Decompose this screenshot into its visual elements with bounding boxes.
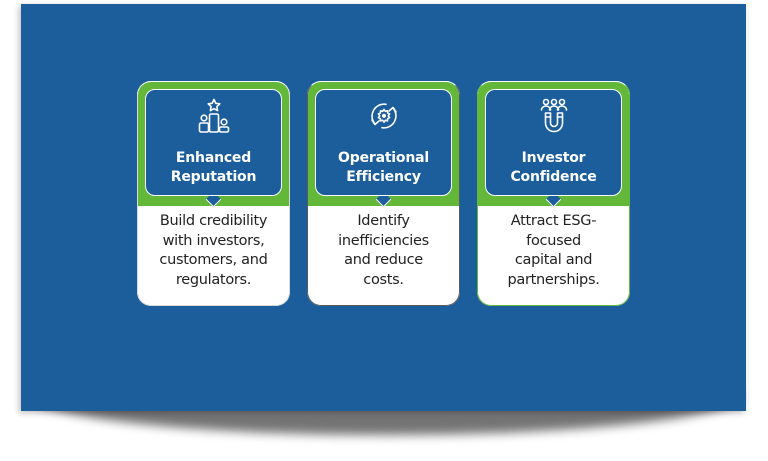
card-frame [307, 81, 460, 306]
card-title-line: Investor [521, 150, 586, 166]
card-header [315, 89, 452, 196]
card-title-line: Enhanced [175, 150, 252, 166]
card-description-line: Attract ESG- [510, 213, 597, 229]
card-description-line: Identify [357, 213, 410, 229]
card-title-line: Reputation [170, 169, 257, 185]
card-title-line: Confidence [510, 169, 597, 185]
card-description-line: regulators. [175, 271, 252, 288]
card-description-line: costs. [363, 271, 404, 288]
card-title-line: Operational [338, 150, 429, 166]
card-description: Identify inefficiencies and reduce costs… [311, 212, 456, 290]
benefit-card-enhanced-reputation: Enhanced Reputation Build credibility wi… [137, 81, 290, 306]
card-description-line: Build credibility [159, 213, 268, 229]
people-magnet-icon [540, 98, 567, 133]
card-description-line: customers, and [159, 252, 268, 268]
card-header [145, 89, 282, 196]
benefit-card-operational-efficiency: Operational Efficiency Identify ineffici… [307, 81, 460, 306]
card-title: Operational Efficiency [315, 149, 452, 187]
gear-cycle-icon [370, 103, 397, 129]
card-title: Enhanced Reputation [145, 149, 282, 187]
card-description-line: capital and [514, 252, 593, 268]
card-description: Build credibility with investors, custom… [141, 212, 286, 290]
card-header [485, 89, 622, 196]
card-description-line: inefficiencies [338, 232, 429, 249]
card-description-line: and reduce [344, 252, 423, 268]
card-description: Attract ESG- focused capital and partner… [481, 212, 626, 290]
podium-star-icon [198, 98, 229, 133]
card-description-line: focused [526, 232, 581, 249]
benefit-card-investor-confidence: Investor Confidence Attract ESG- focused… [477, 81, 630, 306]
card-title: Investor Confidence [485, 149, 622, 187]
card-description-line: with investors, [162, 232, 265, 249]
card-title-line: Efficiency [346, 169, 421, 185]
card-description-line: partnerships. [507, 271, 600, 288]
card-frame [477, 81, 630, 306]
